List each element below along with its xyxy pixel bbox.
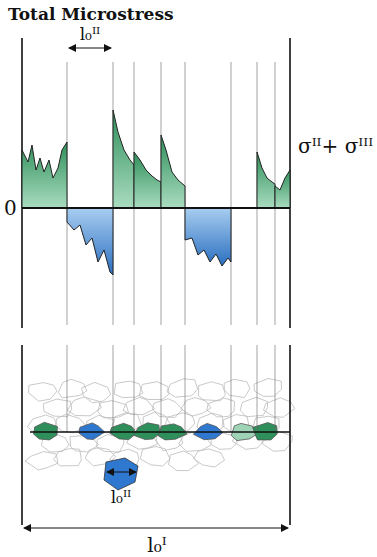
stressed-grain: [34, 422, 58, 440]
grain: [194, 449, 225, 467]
stressed-grain: [134, 423, 161, 440]
grain: [199, 382, 226, 401]
grid-line: [161, 345, 162, 432]
grid-line: [67, 345, 68, 432]
grain: [169, 451, 199, 471]
grain: [240, 397, 268, 417]
grain: [224, 379, 250, 397]
grain: [123, 397, 155, 414]
grain: [25, 452, 58, 470]
grain: [139, 382, 169, 400]
axis-label: l₀ᴵᴵ: [111, 488, 132, 507]
stressed-grain: [253, 423, 278, 440]
grain: [54, 449, 82, 466]
axis-label: l₀ᴵᴵ: [80, 25, 101, 44]
grain: [82, 382, 111, 402]
grain: [67, 397, 101, 416]
axis-label: 0: [4, 197, 17, 219]
stressed-grain: [79, 423, 105, 440]
grain: [43, 399, 71, 417]
grid-line: [231, 345, 232, 432]
grain: [29, 383, 57, 402]
grid-line: [257, 345, 258, 432]
grain: [254, 379, 282, 397]
grain: [114, 381, 143, 398]
grid-line: [275, 345, 276, 432]
grid-line: [113, 345, 114, 432]
grain: [167, 379, 198, 397]
grain: [58, 379, 87, 398]
axis-label: σᴵᴵ+ σᴵᴵᴵ: [298, 135, 373, 157]
diagram-title: Total Microstress: [8, 5, 174, 24]
grid-line: [134, 345, 135, 432]
grid-line: [185, 345, 186, 432]
axis-label: l₀ᴵ: [147, 534, 166, 556]
grid-line: [231, 62, 232, 325]
grain: [140, 447, 170, 467]
